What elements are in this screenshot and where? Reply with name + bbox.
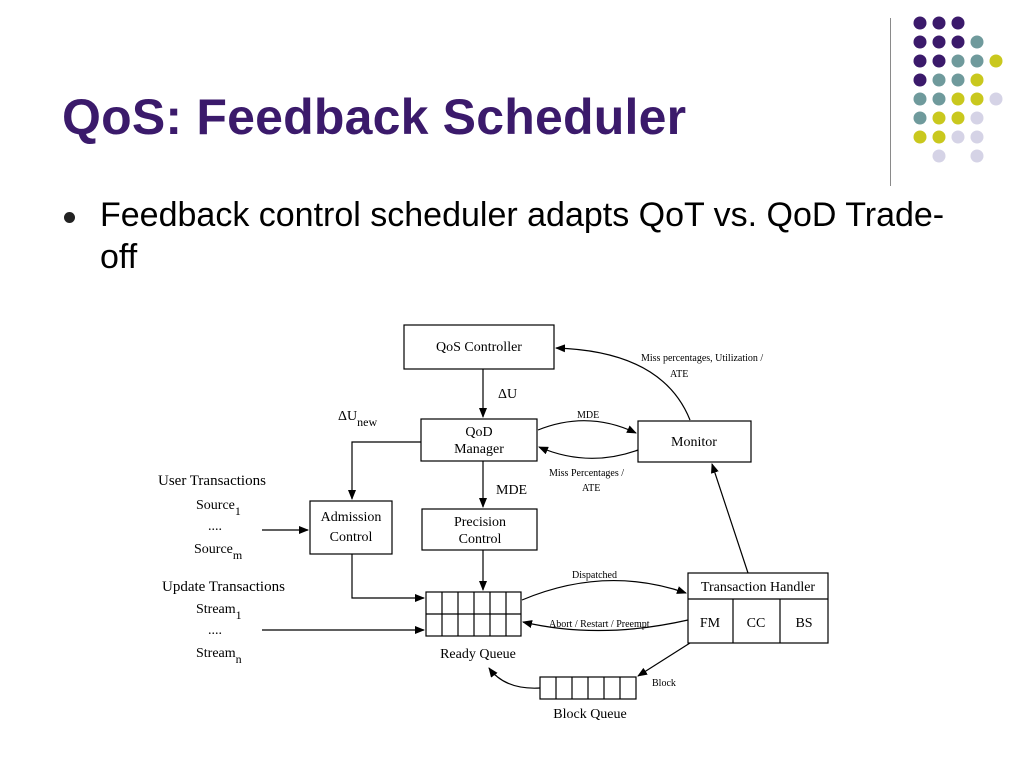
user-transactions-label: User Transactions (158, 473, 266, 489)
stream-n-label: Streamn (196, 646, 242, 666)
arrow-handler-to-blockqueue (637, 642, 691, 677)
arrow-admission-to-queue (351, 554, 425, 602)
miss-pct-label-line1: Miss Percentages / (549, 468, 624, 479)
decorative-dot-grid (913, 16, 1003, 163)
deco-dot (932, 92, 946, 106)
deco-dot (913, 54, 927, 68)
miss-util-label-line1: Miss percentages, Utilization / (641, 353, 763, 364)
monitor-label: Monitor (671, 435, 717, 450)
arrow-blockqueue-to-ready (488, 667, 541, 689)
fm-label: FM (700, 616, 721, 631)
qod-manager-box (420, 418, 538, 462)
deco-dot (913, 92, 927, 106)
ready-queue-label: Ready Queue (440, 647, 516, 662)
miss-util-label-line2: ATE (670, 369, 688, 380)
deco-dot (989, 54, 1003, 68)
transaction-handler-box (687, 572, 829, 644)
delta-u-label: ΔU (498, 387, 517, 402)
deco-dot (970, 111, 984, 125)
admission-control-box (309, 500, 393, 555)
qos-controller-box (403, 324, 555, 370)
precision-control-box (421, 508, 538, 551)
dispatched-label: Dispatched (572, 570, 617, 581)
arrow-dispatched (521, 579, 687, 601)
deco-dot (932, 130, 946, 144)
source-dots: .... (208, 519, 222, 534)
deco-dot (913, 73, 927, 87)
mde-top-label: MDE (577, 410, 599, 421)
deco-dot (970, 73, 984, 87)
block-queue-label: Block Queue (553, 707, 626, 722)
qos-controller-label: QoS Controller (436, 340, 522, 355)
cc-label: CC (747, 616, 766, 631)
mde-mid-label: MDE (496, 483, 527, 498)
admission-control-line1: Admission (321, 510, 382, 525)
source-m-label: Sourcem (194, 542, 243, 562)
block-label: Block (652, 678, 676, 689)
source-1-label: Source1 (196, 498, 241, 518)
deco-dot (951, 16, 965, 30)
deco-dot (951, 92, 965, 106)
deco-dot (932, 35, 946, 49)
deco-dot (913, 16, 927, 30)
slide-title: QoS: Feedback Scheduler (62, 89, 687, 145)
update-transactions-label: Update Transactions (162, 579, 285, 595)
miss-pct-label-line2: ATE (582, 483, 600, 494)
deco-dot (951, 54, 965, 68)
qod-manager-line1: QoD (465, 425, 492, 440)
deco-dot (970, 92, 984, 106)
deco-dot (932, 149, 946, 163)
deco-dot (932, 54, 946, 68)
deco-dot (932, 111, 946, 125)
abort-restart-label: Abort / Restart / Preempt (549, 619, 650, 630)
deco-dot (913, 35, 927, 49)
arrow-handler-to-monitor (711, 463, 749, 574)
deco-dot (932, 16, 946, 30)
precision-control-line1: Precision (454, 515, 506, 530)
header-divider (890, 18, 891, 186)
bs-label: BS (795, 616, 812, 631)
deco-dot (932, 73, 946, 87)
deco-dot (970, 149, 984, 163)
deco-dot (989, 92, 1003, 106)
deco-dot (951, 111, 965, 125)
arrow-monitor-to-controller (555, 344, 691, 421)
monitor-box (637, 420, 752, 463)
admission-control-line2: Control (330, 530, 373, 545)
deco-dot (951, 73, 965, 87)
delta-u-new-label: ΔUnew (338, 409, 377, 429)
deco-dot (970, 130, 984, 144)
arrow-abort-restart (522, 619, 689, 632)
deco-dot (951, 35, 965, 49)
precision-control-line2: Control (459, 532, 502, 547)
bullet-text: Feedback control scheduler adapts QoT vs… (100, 196, 945, 276)
deco-dot (913, 130, 927, 144)
arrow-monitor-to-manager (538, 446, 639, 459)
deco-dot (970, 54, 984, 68)
arrow-manager-to-monitor (537, 420, 637, 434)
stream-dots: .... (208, 623, 222, 638)
qod-manager-line2: Manager (454, 442, 504, 457)
stream-1-label: Stream1 (196, 602, 242, 622)
arrow-manager-to-admission (348, 441, 421, 500)
deco-dot (970, 35, 984, 49)
deco-dot (951, 130, 965, 144)
bullet-dot (64, 212, 75, 223)
transaction-handler-label: Transaction Handler (701, 580, 816, 595)
deco-dot (913, 111, 927, 125)
